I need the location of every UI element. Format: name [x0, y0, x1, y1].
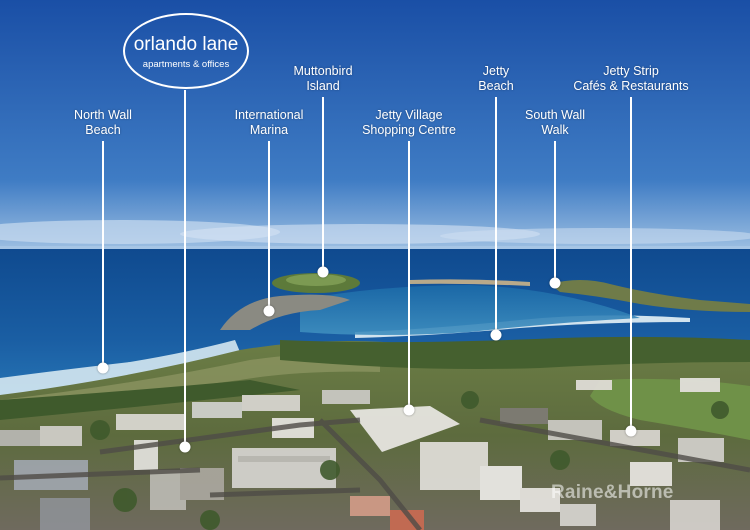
agency-watermark: Raine&Horne — [551, 482, 674, 503]
label-line: North Wall — [74, 108, 132, 122]
label-line: International — [234, 108, 304, 122]
label-line: Walk — [541, 123, 569, 137]
orlando-lane-logo: orlando lane apartments & offices — [123, 13, 249, 89]
label-jetty-beach: Jetty Beach — [478, 64, 513, 94]
logo-subtitle: apartments & offices — [142, 59, 230, 70]
north-wall-marker-dot — [97, 362, 109, 374]
jetty-beach-marker-dot — [490, 329, 502, 341]
label-line: Beach — [85, 123, 121, 137]
south-wall-marker-dot — [549, 277, 561, 289]
logo-title: orlando lane — [133, 34, 239, 55]
label-line: Shopping Centre — [362, 123, 456, 137]
marina-marker-dot — [263, 305, 275, 317]
label-line: Island — [306, 79, 340, 93]
label-jetty-strip: Jetty Strip Cafés & Restaurants — [573, 64, 688, 94]
label-south-wall-walk: South Wall Walk — [525, 108, 585, 138]
jetty-strip-marker-dot — [625, 425, 637, 437]
marina-leader-line — [268, 141, 270, 311]
south-wall-leader-line — [554, 141, 556, 283]
muttonbird-leader-line — [322, 97, 324, 272]
label-line: Beach — [478, 79, 514, 93]
jetty-village-leader-line — [408, 141, 410, 410]
label-line: Muttonbird — [293, 64, 353, 78]
label-line: Jetty — [482, 64, 510, 78]
label-jetty-village: Jetty Village Shopping Centre — [362, 108, 456, 138]
label-muttonbird-island: Muttonbird Island — [293, 64, 352, 94]
jetty-beach-leader-line — [495, 97, 497, 335]
jetty-strip-leader-line — [630, 97, 632, 431]
label-international-marina: International Marina — [235, 108, 304, 138]
muttonbird-marker-dot — [317, 266, 329, 278]
jetty-village-marker-dot — [403, 404, 415, 416]
label-north-wall-beach: North Wall Beach — [74, 108, 132, 138]
label-line: Jetty Strip — [603, 64, 659, 78]
orlando-lane-leader-line — [184, 90, 186, 447]
label-line: Cafés & Restaurants — [573, 79, 689, 93]
label-line: Jetty Village — [375, 108, 443, 122]
orlando-lane-marker-dot — [179, 441, 191, 453]
north-wall-leader-line — [102, 141, 104, 368]
label-line: South Wall — [525, 108, 585, 122]
label-line: Marina — [249, 123, 289, 137]
